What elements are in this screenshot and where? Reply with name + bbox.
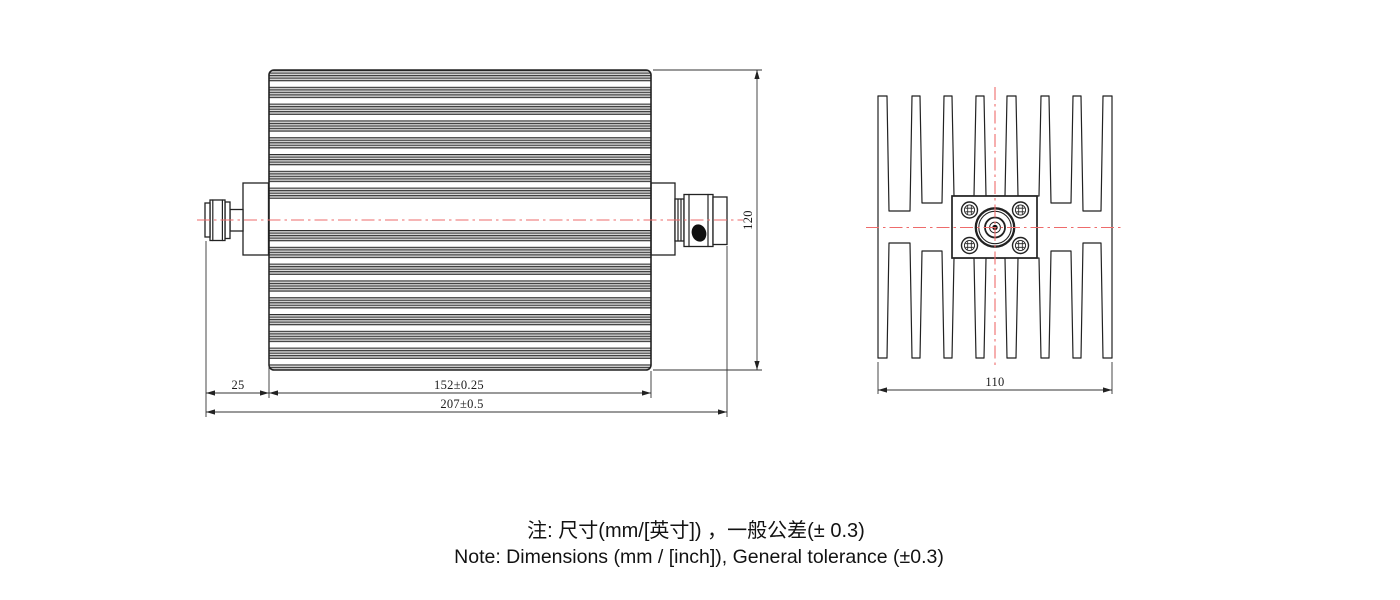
- left-connector: [204, 182, 270, 256]
- fin-band-area-top: [269, 70, 651, 199]
- dim-height: 120: [653, 69, 762, 371]
- dim-row-1: 25 152±0.25: [205, 241, 652, 417]
- end-view: 110: [866, 87, 1124, 394]
- dim-total-length: 207±0.5: [440, 397, 483, 411]
- dim-row-2: 207±0.5: [206, 246, 728, 417]
- dim-width: 110: [877, 362, 1113, 394]
- screw-hole: [960, 201, 979, 219]
- fin-band-area-bottom: [269, 230, 651, 370]
- dim-left-connector-length: 25: [231, 378, 244, 392]
- heatsink-body: [268, 69, 652, 371]
- connector-hole-mark: [691, 224, 707, 242]
- right-end-cap: [712, 196, 728, 246]
- heatsink-fins-top: [877, 95, 1113, 212]
- screw-hole: [1011, 201, 1030, 219]
- dim-body-height: 120: [741, 210, 755, 230]
- note-line-en: Note: Dimensions (mm / [inch]), General …: [454, 546, 944, 568]
- note-line-zh: 注: 尺寸(mm/[英寸]) ，一般公差(± 0.3): [527, 519, 865, 542]
- left-flange: [242, 182, 270, 256]
- screw-hole: [960, 236, 979, 255]
- right-flange: [650, 182, 676, 256]
- notes: 注: 尺寸(mm/[英寸]) ，一般公差(± 0.3) Note: Dimens…: [454, 519, 944, 568]
- dim-end-width: 110: [985, 375, 1004, 389]
- end-centerlines: [866, 87, 1124, 368]
- dim-body-length: 152±0.25: [434, 378, 484, 392]
- screw-hole: [1011, 236, 1030, 255]
- right-connector: [650, 182, 728, 256]
- side-view: 25 152±0.25 207±0.5 120: [197, 69, 762, 417]
